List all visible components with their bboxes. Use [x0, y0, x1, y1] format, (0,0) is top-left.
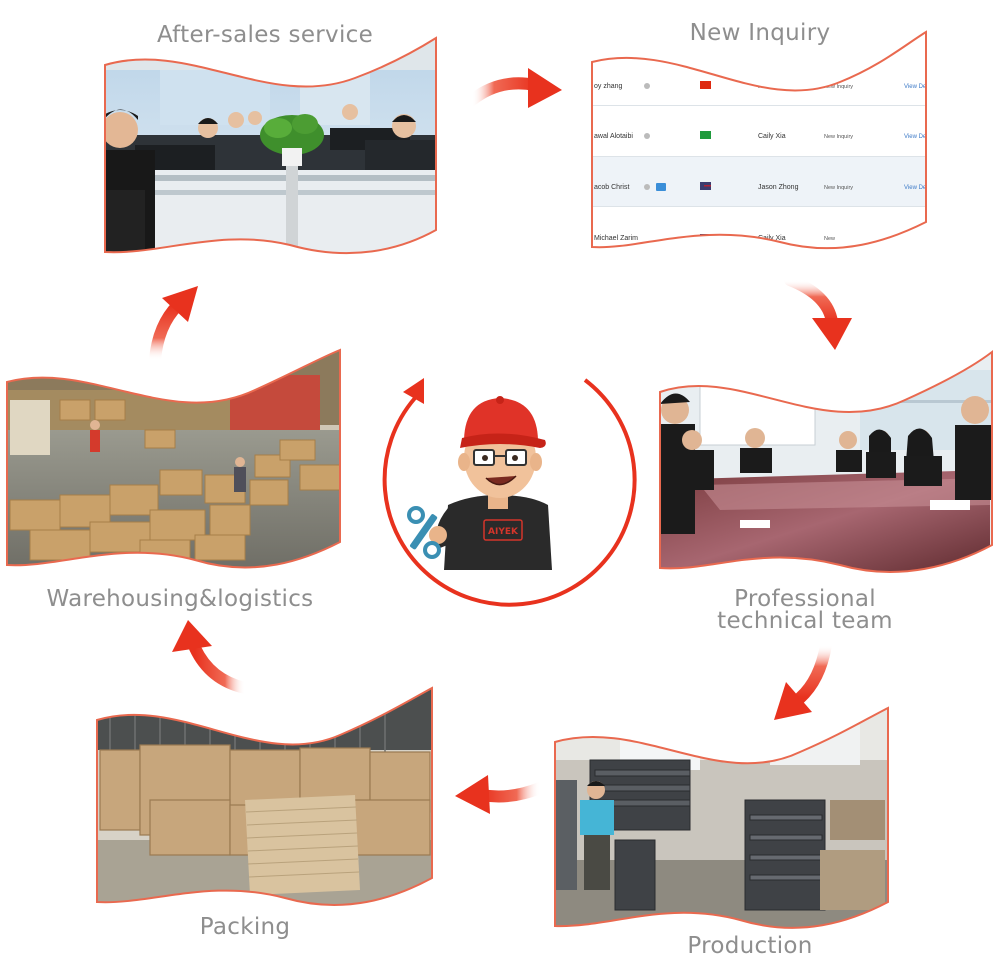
inquiry-agent-4: Caily Xia	[758, 235, 786, 242]
status-dot-icon	[644, 83, 650, 89]
arrow-production-to-packing	[455, 775, 546, 814]
arrow-inquiry-to-team	[784, 274, 852, 350]
inquiry-link-2[interactable]: View De	[904, 134, 927, 140]
label-packing: Packing	[199, 914, 291, 940]
label-professional-line2: technical team	[717, 608, 893, 634]
label-warehousing: Warehousing&logistics	[46, 586, 314, 612]
mascot-technician: AIYEK	[407, 396, 552, 570]
chat-icon	[656, 183, 666, 191]
wrench-icon	[407, 506, 441, 559]
arrow-after-to-inquiry	[466, 68, 562, 108]
inquiry-link-3[interactable]: View De	[904, 185, 927, 191]
after-sales-photo	[104, 36, 437, 255]
arrow-packing-to-warehouse	[172, 620, 251, 694]
arrow-team-to-production	[774, 639, 832, 720]
status-dot-icon	[644, 184, 650, 190]
inquiry-customer-2: awal Alotaibi	[594, 133, 633, 140]
new-inquiry-photo: oy zhang Ken Chen New Inquiry View De aw…	[591, 30, 927, 250]
inquiry-customer-3: acob Christ	[594, 184, 629, 191]
status-dot-icon	[644, 133, 650, 139]
mascot-logo-text: AIYEK	[488, 527, 519, 537]
flag-icon	[700, 131, 711, 139]
label-professional-line1: Professional	[734, 586, 876, 612]
arrow-warehouse-to-after	[149, 286, 198, 366]
inquiry-agent-2: Caily Xia	[758, 133, 786, 140]
label-after-sales: After-sales service	[156, 22, 374, 48]
inquiry-status-1: New Inquiry	[824, 84, 853, 90]
inquiry-customer-1: oy zhang	[594, 83, 623, 90]
inquiry-status-4: New	[824, 236, 835, 242]
inquiry-status-3: New Inquiry	[824, 185, 853, 191]
aiyek-logo	[483, 519, 523, 541]
production-photo	[554, 706, 889, 929]
label-professional-team: Professional technical team	[700, 586, 910, 634]
inquiry-status-2: New Inquiry	[824, 134, 853, 140]
label-production: Production	[687, 933, 813, 959]
packing-photo	[96, 686, 433, 906]
warehouse-photo	[6, 348, 341, 569]
label-new-inquiry: New Inquiry	[689, 20, 831, 46]
center-cycle-circle	[382, 378, 637, 607]
inquiry-customer-4: Michael Zarim	[594, 235, 638, 242]
inquiry-agent-3: Jason Zhong	[758, 184, 799, 191]
inquiry-link-1[interactable]: View De	[904, 84, 927, 90]
flag-icon	[700, 81, 711, 89]
technical-team-photo	[659, 349, 993, 573]
